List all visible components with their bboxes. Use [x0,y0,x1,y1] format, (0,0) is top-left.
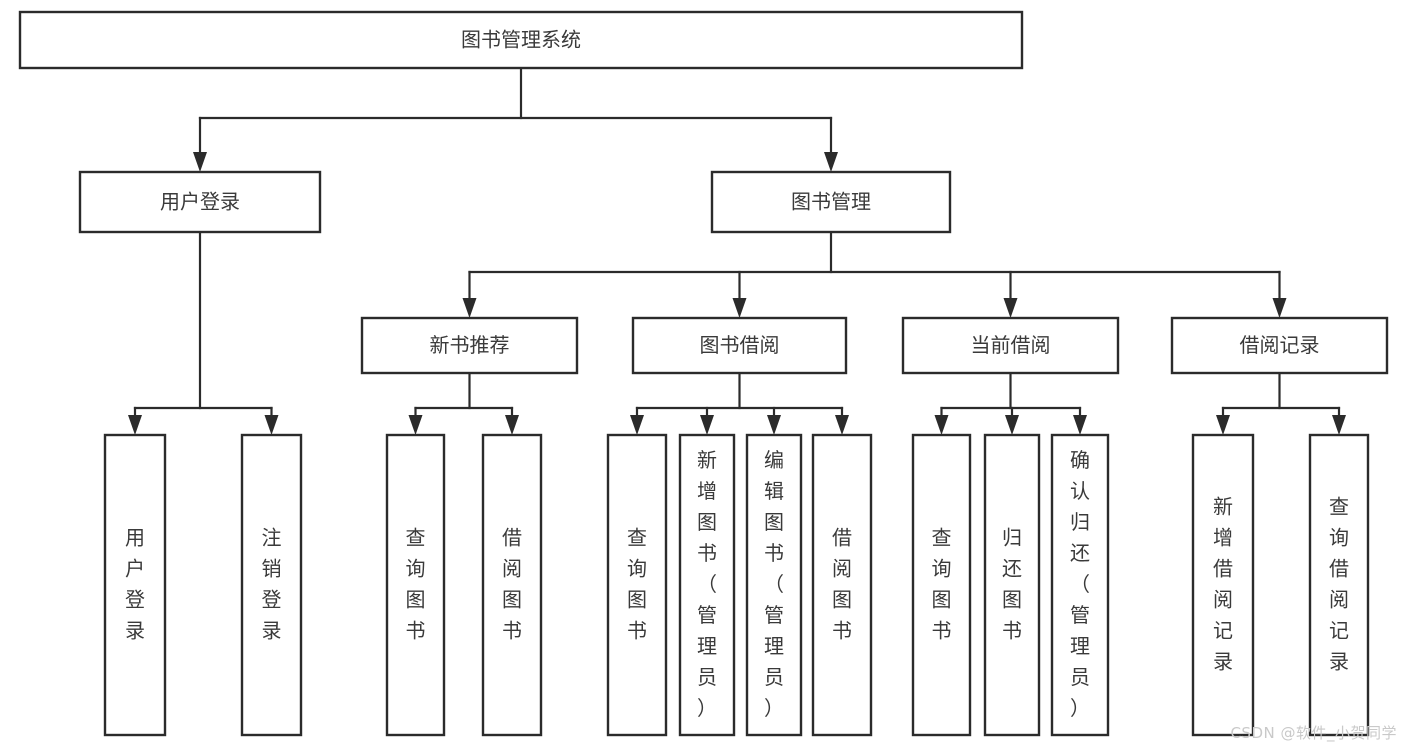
node-user-login[interactable]: 用户登录 [78,170,322,234]
arrow-head-icon [767,415,781,435]
arrow-head-icon [824,152,838,172]
node-box-leaf-add-record [1191,433,1255,737]
node-leaf-logout[interactable]: 注销登录 [240,433,303,737]
node-label-book-manage: 图书管理 [791,190,871,214]
node-box-user-login [78,170,322,234]
node-leaf-query-book-2[interactable]: 查询图书 [606,433,668,737]
node-leaf-borrow-book-2[interactable]: 借阅图书 [811,433,873,737]
node-box-root [18,10,1024,70]
arrow-head-icon [1272,298,1287,318]
node-label-book-borrow: 图书借阅 [700,333,780,357]
node-box-current-borrow [901,316,1120,375]
node-leaf-borrow-book-1[interactable]: 借阅图书 [481,433,543,737]
node-box-leaf-query-record [1308,433,1370,737]
node-leaf-query-book-3[interactable]: 查询图书 [911,433,972,737]
arrow-head-icon [732,298,747,318]
node-box-leaf-borrow-book-1 [481,433,543,737]
node-borrow-record[interactable]: 借阅记录 [1170,316,1389,375]
node-box-book-borrow [631,316,848,375]
node-box-new-book-rec [360,316,579,375]
node-box-leaf-user-login [103,433,167,737]
node-box-leaf-query-book-3 [911,433,972,737]
node-leaf-query-book-1[interactable]: 查询图书 [385,433,446,737]
arrow-head-icon [1073,415,1087,435]
arrow-head-icon [264,415,279,435]
arrow-head-icon [128,415,142,435]
node-box-leaf-borrow-book-2 [811,433,873,737]
node-book-manage[interactable]: 图书管理 [710,170,952,234]
node-box-leaf-edit-book [745,433,803,737]
node-label-leaf-query-book-1: 查询图书 [406,525,426,642]
node-label-new-book-rec: 新书推荐 [430,333,510,357]
node-box-leaf-query-book-1 [385,433,446,737]
connector-c-user-login [128,230,279,435]
node-label-leaf-borrow-book-1: 借阅图书 [502,525,522,642]
node-label-leaf-query-book-3: 查询图书 [932,525,952,642]
connector-layer [128,66,1346,435]
node-layer: 图书管理系统用户登录图书管理新书推荐图书借阅当前借阅借阅记录用户登录注销登录查询… [18,10,1389,737]
node-label-root: 图书管理系统 [461,28,581,52]
node-box-leaf-add-book [678,433,736,737]
node-leaf-edit-book[interactable]: 编辑图书（管理员） [745,433,803,737]
connector-c-new-book-rec [408,371,519,435]
node-box-leaf-query-book-2 [606,433,668,737]
arrow-head-icon [700,415,714,435]
node-label-leaf-edit-book: 编辑图书（管理员） [764,448,784,720]
node-label-current-borrow: 当前借阅 [971,333,1051,357]
node-label-leaf-query-record: 查询借阅记录 [1329,494,1349,673]
arrow-head-icon [1332,415,1346,435]
node-book-borrow[interactable]: 图书借阅 [631,316,848,375]
node-leaf-query-record[interactable]: 查询借阅记录 [1308,433,1370,737]
node-leaf-return-book[interactable]: 归还图书 [983,433,1041,737]
arrow-head-icon [630,415,644,435]
node-leaf-add-record[interactable]: 新增借阅记录 [1191,433,1255,737]
arrow-head-icon [1216,415,1230,435]
connector-c-book-manage [462,230,1287,318]
arrow-head-icon [505,415,519,435]
connector-c-current-borrow [934,371,1087,435]
arrow-head-icon [1005,415,1019,435]
node-current-borrow[interactable]: 当前借阅 [901,316,1120,375]
node-label-leaf-add-book: 新增图书（管理员） [697,448,717,720]
connector-c-book-borrow [630,371,849,435]
node-label-leaf-borrow-book-2: 借阅图书 [832,525,852,642]
node-label-leaf-logout: 注销登录 [262,525,282,642]
arrow-head-icon [462,298,477,318]
arrow-head-icon [408,415,423,435]
node-root[interactable]: 图书管理系统 [18,10,1024,70]
node-label-leaf-user-login: 用户登录 [125,525,145,642]
arrow-head-icon [193,152,207,172]
connector-c-root [193,66,838,172]
node-leaf-add-book[interactable]: 新增图书（管理员） [678,433,736,737]
node-label-leaf-query-book-2: 查询图书 [627,525,647,642]
node-box-leaf-return-book [983,433,1041,737]
node-label-user-login: 用户登录 [160,190,240,214]
node-label-leaf-return-book: 归还图书 [1002,525,1022,642]
node-box-borrow-record [1170,316,1389,375]
node-new-book-rec[interactable]: 新书推荐 [360,316,579,375]
node-leaf-confirm-return[interactable]: 确认归还（管理员） [1050,433,1110,737]
arrow-head-icon [835,415,849,435]
connector-c-borrow-record [1216,371,1346,435]
node-label-leaf-add-record: 新增借阅记录 [1213,494,1233,673]
arrow-head-icon [934,415,949,435]
node-box-leaf-confirm-return [1050,433,1110,737]
node-box-book-manage [710,170,952,234]
node-box-leaf-logout [240,433,303,737]
node-leaf-user-login[interactable]: 用户登录 [103,433,167,737]
arrow-head-icon [1003,298,1018,318]
node-label-leaf-confirm-return: 确认归还（管理员） [1070,448,1090,720]
node-label-borrow-record: 借阅记录 [1240,333,1320,357]
